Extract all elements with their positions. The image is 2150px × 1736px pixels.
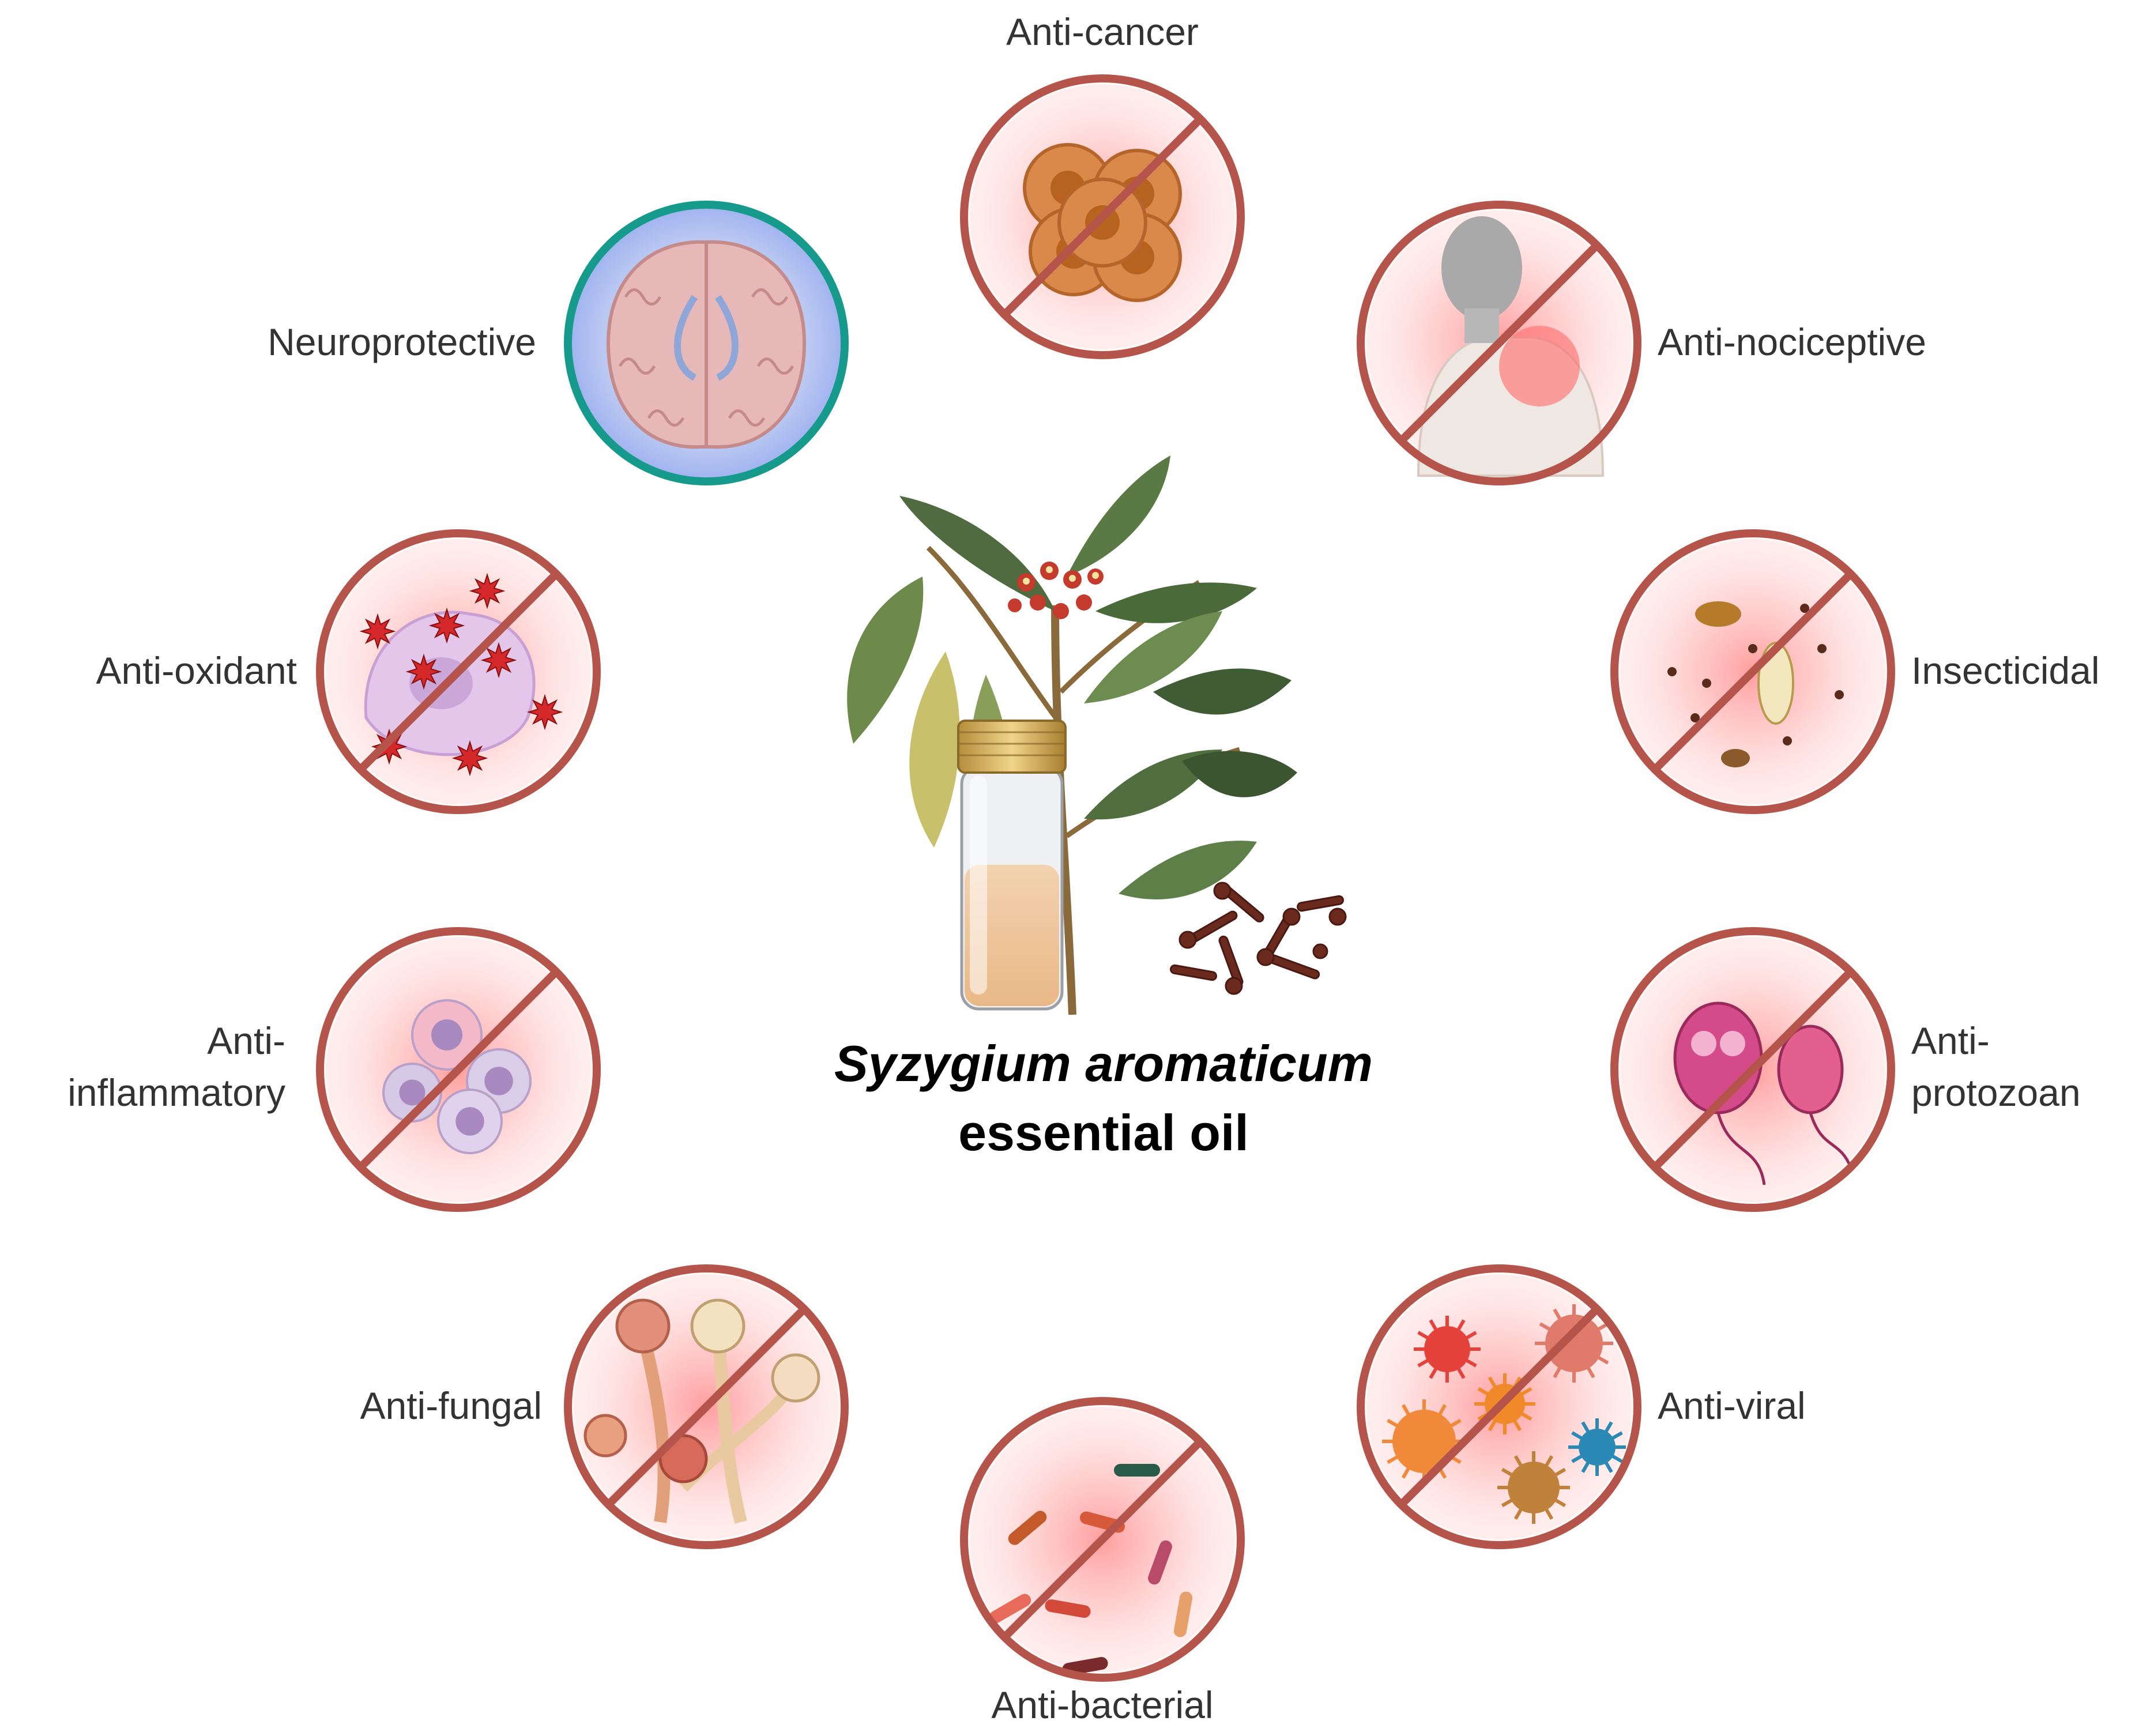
prohibited-slash: [1652, 969, 1854, 1170]
prohibited-slash: [605, 1306, 807, 1508]
activity-circles: [303, 61, 1908, 1695]
protected-ring: [564, 201, 849, 485]
label-anti-fungal: Anti-fungal: [360, 1380, 542, 1432]
prohibited-slash: [1001, 116, 1203, 318]
activity-insecticidal: [1597, 516, 1908, 827]
viruses-icon: [1382, 1304, 1626, 1524]
activity-anti-protozoan: [1597, 914, 1908, 1225]
label-anti-nociceptive: Anti-nociceptive: [1658, 316, 1926, 368]
brain-icon: [606, 240, 807, 449]
activity-anti-nociceptive: [1343, 187, 1655, 499]
activity-anti-inflammatory: [303, 914, 614, 1225]
label-line: inflammatory: [67, 1071, 285, 1114]
activity-neuroprotective: [564, 201, 849, 485]
prohibited-ring: [1610, 927, 1895, 1212]
prohibited-ring: [960, 74, 1245, 359]
label-line: protozoan: [1911, 1071, 2081, 1114]
prohibited-ring: [960, 1397, 1245, 1682]
fungi-icon: [583, 1298, 820, 1524]
prohibited-ring: [316, 927, 601, 1212]
label-line: Anti-oxidant: [96, 649, 297, 692]
essential-oil-bottle: [957, 720, 1067, 1011]
prohibited-ring: [316, 529, 601, 814]
prohibited-slash: [1398, 1306, 1600, 1508]
activity-anti-fungal: [551, 1251, 862, 1562]
label-line: Anti-fungal: [360, 1384, 542, 1427]
immune-cells-icon: [382, 999, 532, 1154]
prohibited-slash: [357, 571, 559, 773]
label-anti-inflammatory: Anti-inflammatory: [67, 1015, 285, 1119]
cancer-cells-icon: [1023, 143, 1182, 302]
label-insecticidal: Insecticidal: [1911, 645, 2100, 696]
label-line: Anti-cancer: [1006, 10, 1199, 53]
label-line: Anti-viral: [1658, 1384, 1806, 1427]
label-line: Anti-: [1911, 1019, 1990, 1062]
label-line: Anti-nociceptive: [1658, 321, 1926, 363]
activity-anti-bacterial: [947, 1384, 1258, 1695]
bacteria-icon: [989, 1464, 1193, 1676]
label-anti-protozoan: Anti-protozoan: [1911, 1015, 2081, 1119]
label-anti-bacterial: Anti-bacterial: [814, 1679, 1391, 1731]
label-line: Insecticidal: [1911, 649, 2100, 692]
activity-anti-oxidant: [303, 516, 614, 827]
insects-icon: [1667, 601, 1844, 767]
label-line: Neuroprotective: [268, 321, 536, 363]
dried-cloves-illustration: [1170, 882, 1347, 995]
label-line: Anti-bacterial: [991, 1684, 1214, 1726]
label-anti-oxidant: Anti-oxidant: [96, 645, 297, 696]
clove-plant-illustration: [847, 455, 1297, 1015]
prohibited-slash: [357, 969, 559, 1170]
prohibited-ring: [1610, 529, 1895, 814]
prohibited-ring: [564, 1264, 849, 1549]
scientific-name: Syzygium aromaticum: [834, 1035, 1373, 1092]
prohibited-slash: [1398, 242, 1600, 444]
subtitle: essential oil: [958, 1104, 1249, 1161]
label-neuroprotective: Neuroprotective: [268, 316, 536, 368]
activity-anti-cancer: [947, 61, 1258, 372]
center-title: Syzygium aromaticum essential oil: [613, 1029, 1594, 1168]
pain-body-icon: [1417, 216, 1605, 477]
prohibited-slash: [1001, 1438, 1203, 1640]
prohibited-ring: [1357, 201, 1641, 485]
prohibited-ring: [1357, 1264, 1641, 1549]
label-anti-viral: Anti-viral: [1658, 1380, 1806, 1432]
activity-anti-viral: [1343, 1251, 1655, 1562]
prohibited-slash: [1652, 571, 1854, 773]
label-anti-cancer: Anti-cancer: [814, 6, 1391, 58]
label-line: Anti-: [207, 1019, 285, 1062]
